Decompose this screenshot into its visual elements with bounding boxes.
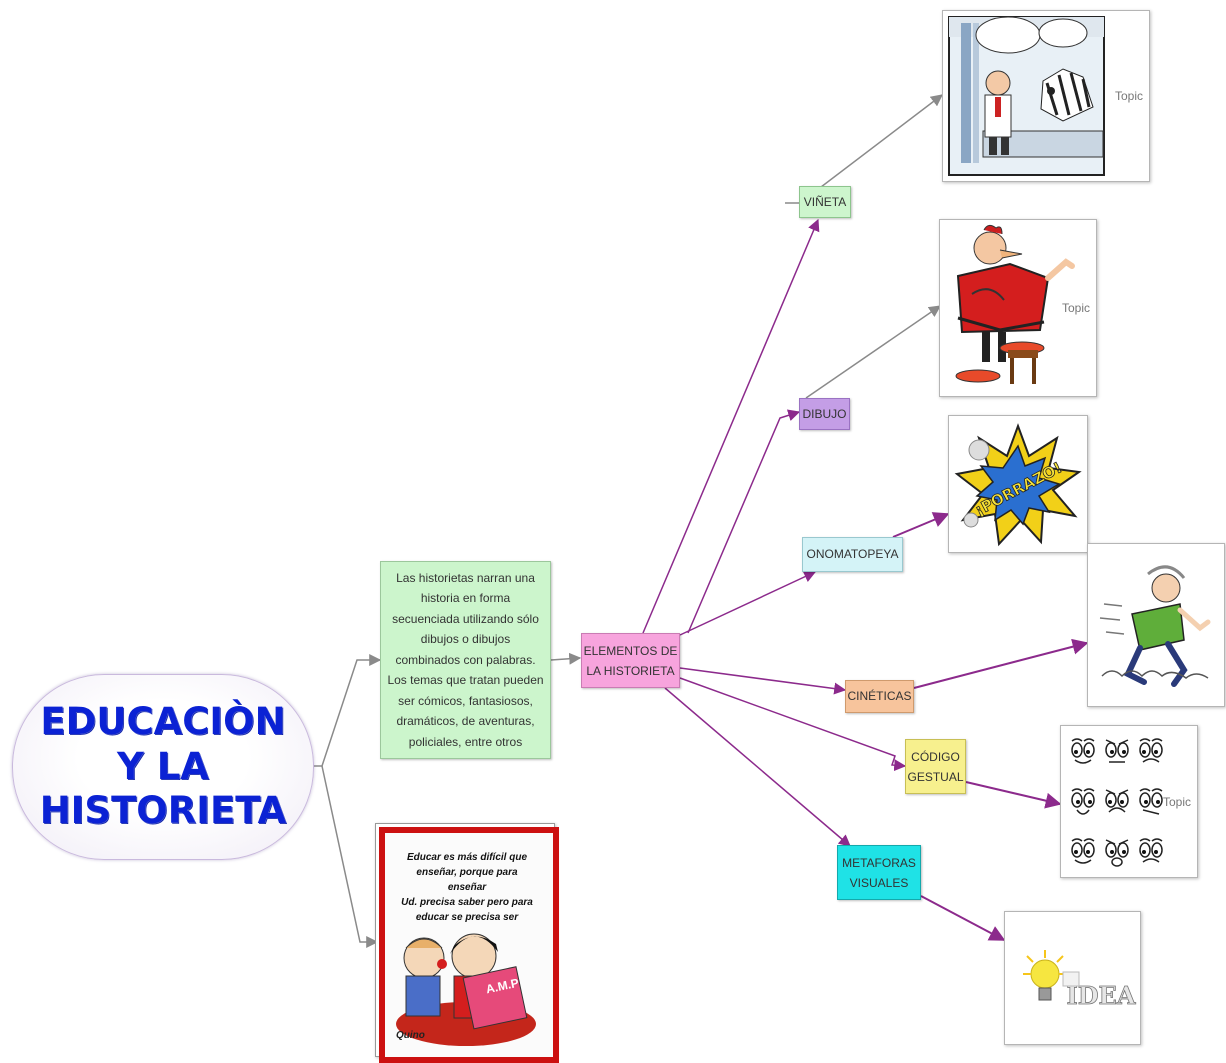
cartoon-face xyxy=(1071,788,1095,815)
cartoon-face xyxy=(1139,788,1163,815)
description-node[interactable]: Las historietas narran una historia en f… xyxy=(380,561,551,759)
link-elements-vineta xyxy=(642,218,820,634)
link-elements-metaforas xyxy=(664,687,851,847)
comic-strip-image xyxy=(948,16,1105,176)
link-central-poster xyxy=(321,765,379,948)
link-cineticas-image xyxy=(913,638,1089,689)
branch-vineta-label: VIÑETA xyxy=(803,194,847,209)
link-onomatopeya-image xyxy=(892,512,950,538)
cartoon-face xyxy=(1105,839,1129,867)
link-elements-cineticas xyxy=(679,667,847,695)
cartoon-faces-image xyxy=(1071,738,1163,867)
central-topic[interactable]: EDUCACIÒN Y LA HISTORIETA xyxy=(12,674,314,860)
link-dibujo-image xyxy=(805,305,941,399)
cineticas-image-card[interactable] xyxy=(1087,543,1225,707)
poster-quote-text: Educar es más difícil que enseñar, porqu… xyxy=(401,852,533,923)
onomatopeya-image-card[interactable]: ¡PORRAZO! xyxy=(948,415,1088,553)
branch-metaforas-label: METAFORAS VISUALES xyxy=(842,855,916,890)
condorito-image xyxy=(955,224,1075,384)
codigo-image-card[interactable]: Topic xyxy=(1060,725,1198,878)
branch-dibujo[interactable]: DIBUJO xyxy=(799,398,850,430)
description-text: Las historietas narran una historia en f… xyxy=(387,570,544,749)
cartoon-face xyxy=(1105,789,1129,813)
branch-vineta[interactable]: VIÑETA xyxy=(799,186,851,218)
poster-badge: A.M.P xyxy=(485,976,521,997)
branch-metaforas[interactable]: METAFORAS VISUALES xyxy=(837,845,921,900)
codigo-topic-label: Topic xyxy=(1163,795,1192,809)
cartoon-face xyxy=(1071,738,1095,764)
link-metaforas-image xyxy=(920,895,1006,941)
running-man-image xyxy=(1099,565,1211,687)
branch-cineticas[interactable]: CINÉTICAS xyxy=(845,680,914,713)
elements-node[interactable]: ELEMENTOS DE LA HISTORIETA xyxy=(581,633,680,688)
dibujo-image-card[interactable]: Topic xyxy=(939,219,1097,397)
link-elements-dibujo xyxy=(687,409,801,634)
dibujo-topic-label: Topic xyxy=(1062,301,1091,315)
cartoon-face xyxy=(1139,738,1163,763)
cartoon-face xyxy=(1071,838,1095,864)
link-elements-onomatopeya xyxy=(679,571,817,636)
branch-codigo[interactable]: CÓDIGO GESTUAL xyxy=(905,739,966,794)
mafalda-poster-card[interactable]: Educar es más difícil que enseñar, porqu… xyxy=(375,823,559,1063)
branch-onomatopeya-label: ONOMATOPEYA xyxy=(806,547,899,561)
vineta-image-card[interactable]: Topic xyxy=(942,10,1150,182)
central-topic-title: EDUCACIÒN Y LA HISTORIETA xyxy=(39,700,287,833)
elements-label: ELEMENTOS DE LA HISTORIETA xyxy=(583,643,678,678)
link-description-elements xyxy=(550,652,582,665)
poster-signature: Quino xyxy=(396,1030,425,1041)
branch-codigo-label: CÓDIGO GESTUAL xyxy=(907,749,964,784)
branch-cineticas-label: CINÉTICAS xyxy=(847,689,912,703)
explosion-image: ¡PORRAZO! xyxy=(954,423,1082,547)
branch-onomatopeya[interactable]: ONOMATOPEYA xyxy=(802,537,903,572)
vineta-topic-label: Topic xyxy=(1115,89,1144,103)
branch-dibujo-label: DIBUJO xyxy=(802,406,847,421)
cartoon-face xyxy=(1105,739,1129,763)
link-elements-codigo xyxy=(679,677,907,772)
link-codigo-image xyxy=(965,781,1062,809)
link-central-description xyxy=(312,654,382,767)
cartoon-face xyxy=(1139,838,1163,863)
metaforas-image-card[interactable]: IDEA xyxy=(1004,911,1141,1045)
mafalda-illustration: A.M.P Quino xyxy=(396,933,536,1046)
idea-image: IDEA xyxy=(1023,950,1136,1010)
